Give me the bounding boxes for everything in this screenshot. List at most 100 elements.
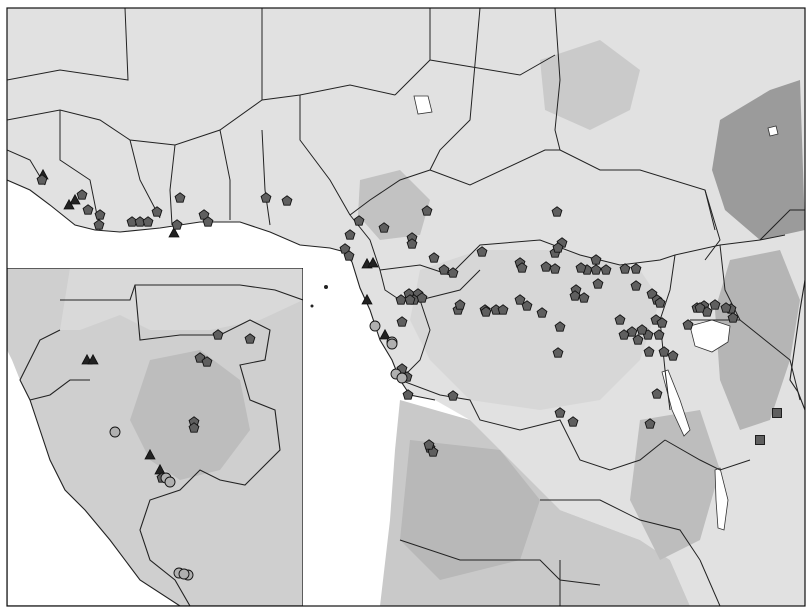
pentagon-marker (658, 346, 670, 357)
country-borders (7, 8, 805, 606)
pentagon-marker (630, 280, 642, 291)
pentagon-marker (632, 334, 644, 345)
pentagon-marker (343, 250, 355, 261)
pentagon-marker (590, 254, 602, 265)
triangle-marker (379, 328, 391, 340)
pentagon-marker (260, 192, 272, 203)
pentagon-marker (402, 389, 414, 400)
pentagon-marker (151, 206, 163, 217)
pentagon-marker (82, 204, 94, 215)
pentagon-marker (404, 294, 416, 305)
pentagon-marker (344, 229, 356, 240)
pentagon-marker (480, 306, 492, 317)
circle-marker (178, 568, 190, 580)
triangle-marker (361, 293, 373, 305)
pentagon-marker (94, 209, 106, 220)
triangle-marker (87, 353, 99, 365)
island-bioko (324, 285, 328, 289)
highland-cameroon (358, 170, 430, 240)
pentagon-marker (630, 263, 642, 274)
highland-ethiopia (712, 80, 805, 240)
pentagon-marker (447, 267, 459, 278)
pentagon-marker (93, 219, 105, 230)
island-sao-tome (310, 304, 314, 308)
pentagon-marker (174, 192, 186, 203)
pentagon-marker (540, 261, 552, 272)
inset-borders (29, 284, 303, 606)
circle-marker (396, 372, 408, 384)
lake-chad (413, 95, 433, 115)
pentagon-marker (720, 302, 732, 313)
square-marker (755, 435, 765, 445)
triangle-marker (69, 193, 81, 205)
highland-rift (630, 410, 720, 560)
congo-basin (410, 250, 660, 410)
inset-map (7, 268, 303, 606)
lake-tana (767, 125, 779, 137)
pentagon-marker (694, 302, 706, 313)
pentagon-marker (244, 333, 256, 344)
pentagon-marker (438, 264, 450, 275)
pentagon-marker (644, 418, 656, 429)
circle-marker (109, 426, 121, 438)
pentagon-marker (626, 326, 638, 337)
pentagon-marker (521, 300, 533, 311)
pentagon-marker (536, 307, 548, 318)
pentagon-marker (281, 195, 293, 206)
pentagon-marker (188, 422, 200, 433)
pentagon-marker (619, 263, 631, 274)
pentagon-marker (497, 304, 509, 315)
pentagon-marker (653, 329, 665, 340)
pentagon-marker (406, 238, 418, 249)
pentagon-marker (428, 252, 440, 263)
pentagon-marker (476, 246, 488, 257)
pentagon-marker (656, 317, 668, 328)
square-marker (772, 408, 782, 418)
pentagon-marker (516, 262, 528, 273)
pentagon-marker (614, 314, 626, 325)
pentagon-marker (416, 292, 428, 303)
map-frame (6, 7, 806, 607)
pentagon-marker (423, 439, 435, 450)
pentagon-marker (554, 407, 566, 418)
pentagon-marker (421, 205, 433, 216)
pentagon-marker (551, 206, 563, 217)
triangle-marker (367, 256, 379, 268)
coastlines (7, 179, 805, 411)
pentagon-marker (643, 346, 655, 357)
lake-malawi (714, 467, 729, 531)
pentagon-marker (395, 294, 407, 305)
land-africa (7, 8, 805, 606)
inset-north-strip (60, 268, 303, 330)
pentagon-marker (592, 278, 604, 289)
pentagon-marker (575, 262, 587, 273)
pentagon-marker (202, 216, 214, 227)
pentagon-marker (552, 242, 564, 253)
circle-marker (369, 320, 381, 332)
lake-tanganyika (661, 369, 691, 437)
pentagon-marker (567, 416, 579, 427)
pentagon-marker (142, 216, 154, 227)
pentagon-marker (618, 329, 630, 340)
pentagon-marker (554, 321, 566, 332)
pentagon-marker (654, 297, 666, 308)
pentagon-marker (378, 222, 390, 233)
pentagon-marker (454, 299, 466, 310)
main-map (7, 8, 805, 606)
circle-marker (386, 338, 398, 350)
pentagon-marker (514, 294, 526, 305)
triangle-marker (168, 226, 180, 238)
pentagon-marker (353, 215, 365, 226)
pentagon-marker (76, 189, 88, 200)
pentagon-marker (171, 219, 183, 230)
pentagon-marker (682, 319, 694, 330)
pentagon-marker (600, 264, 612, 275)
pentagon-marker (396, 316, 408, 327)
triangle-marker (144, 448, 156, 460)
markers-layer (36, 168, 782, 581)
highland-angola (400, 440, 540, 580)
highland-east (715, 250, 800, 430)
pentagon-marker (549, 263, 561, 274)
pentagon-marker (447, 390, 459, 401)
